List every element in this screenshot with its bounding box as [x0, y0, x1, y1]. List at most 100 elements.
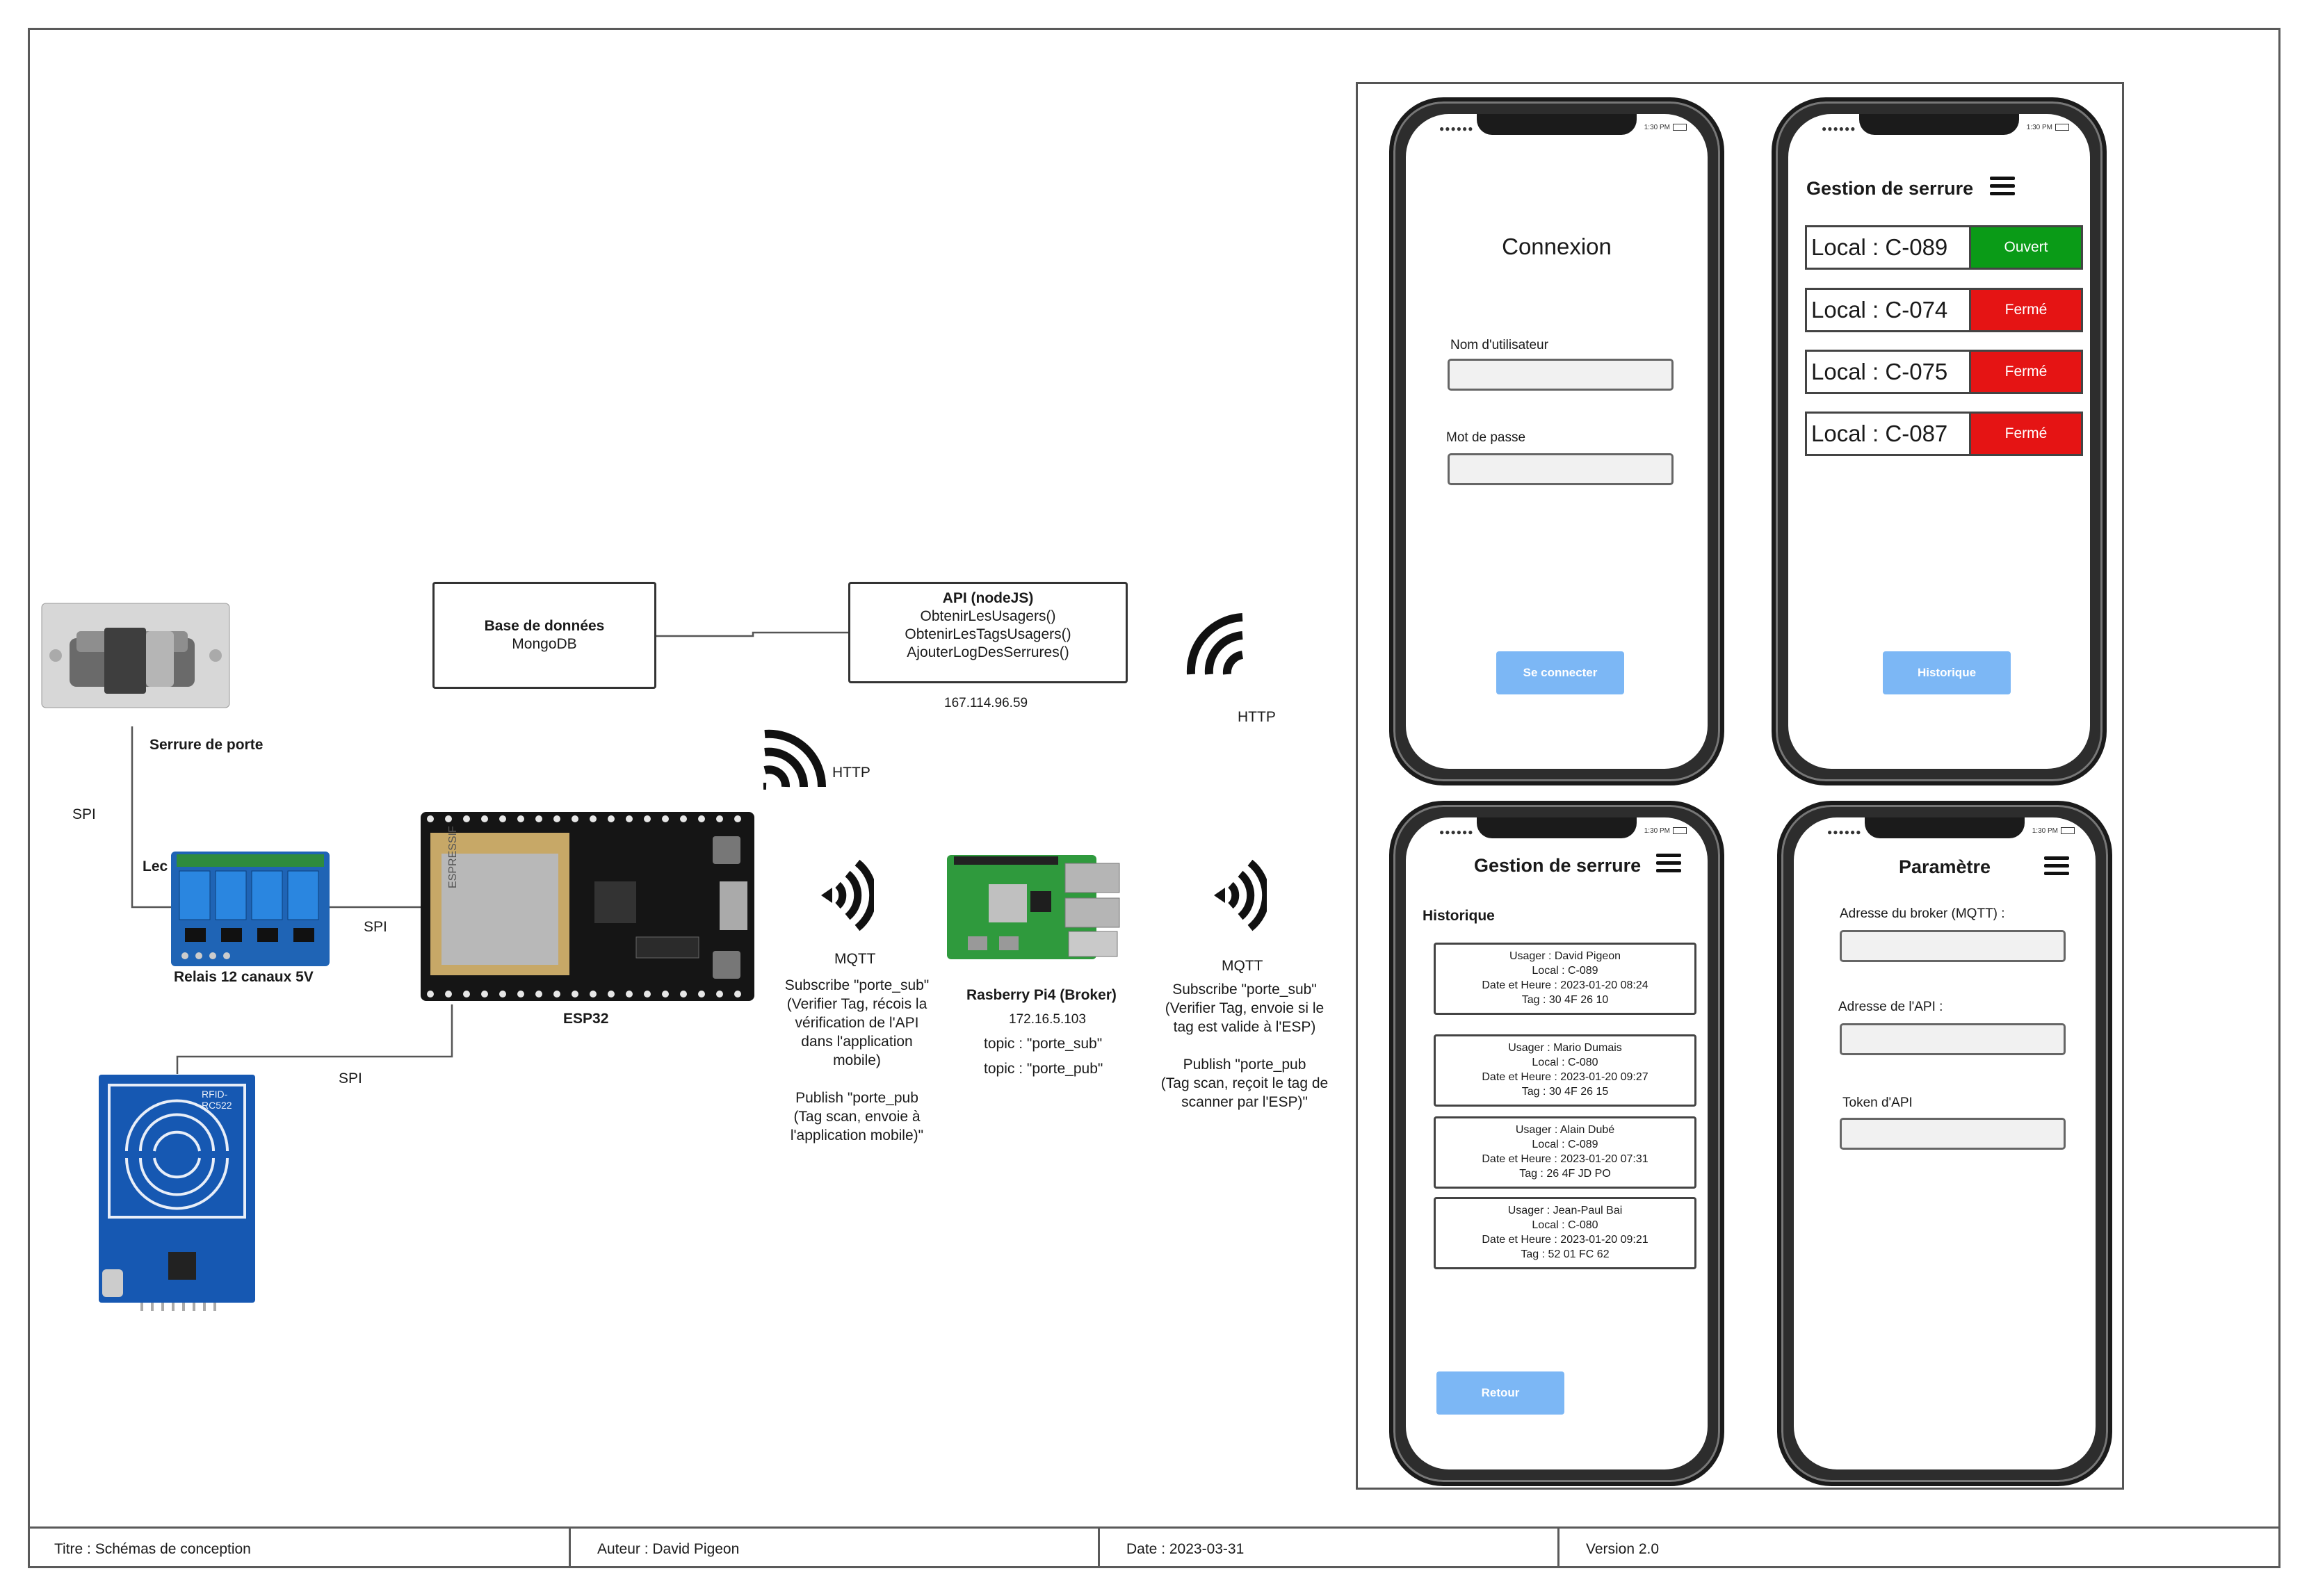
history-date: Date et Heure : 2023-01-20 09:21	[1482, 1234, 1648, 1246]
rfid-chip-text: RFID-RC522	[202, 1089, 232, 1111]
phone-notch	[1477, 114, 1637, 135]
database-subtitle: MongoDB	[512, 636, 577, 652]
lock-name: Local : C-074	[1807, 290, 1971, 330]
history-entry: Usager : David Pigeon Local : C-089 Date…	[1434, 943, 1696, 1015]
history-date: Date et Heure : 2023-01-20 07:31	[1482, 1153, 1648, 1165]
mqtt-left-line: Publish "porte_pub	[795, 1090, 918, 1106]
history-local: Local : C-080	[1532, 1057, 1598, 1068]
login-button[interactable]: Se connecter	[1496, 651, 1624, 694]
mqtt-right-line: Subscribe "porte_sub"	[1172, 982, 1317, 997]
settings-title: Paramètre	[1898, 856, 1991, 877]
status-time: 1:30 PM	[2026, 124, 2052, 131]
mqtt-label-left: MQTT	[834, 951, 876, 967]
mqtt-right-description: Subscribe "porte_sub" (Verifier Tag, env…	[1151, 980, 1338, 1112]
title-block: Titre : Schémas de conception Auteur : D…	[28, 1526, 2280, 1568]
history-local: Local : C-089	[1532, 965, 1598, 977]
lock-to-relay-line	[131, 726, 174, 909]
mqtt-right-line: Publish "porte_pub	[1183, 1057, 1306, 1073]
lock-row[interactable]: Local : C-075 Fermé	[1805, 350, 2083, 394]
back-button[interactable]: Retour	[1436, 1371, 1564, 1415]
door-lock-image	[28, 589, 236, 728]
mqtt-right-line: (Verifier Tag, envoie si le	[1165, 1000, 1324, 1016]
spi-label-lock: SPI	[72, 806, 96, 822]
history-tag: Tag : 26 4F JD PO	[1519, 1168, 1611, 1180]
history-title: Gestion de serrure	[1474, 855, 1642, 876]
password-field[interactable]	[1448, 453, 1674, 485]
status-time: 1:30 PM	[1644, 827, 1670, 835]
database-title: Base de données	[484, 618, 605, 634]
history-button[interactable]: Historique	[1883, 651, 2011, 694]
username-field[interactable]	[1448, 359, 1674, 391]
api-token-label: Token d'API	[1842, 1096, 1913, 1110]
menu-icon[interactable]	[1990, 177, 2015, 196]
mqtt-left-line: mobile)	[833, 1052, 881, 1068]
lock-state-button[interactable]: Fermé	[1971, 414, 2081, 454]
history-tag: Tag : 52 01 FC 62	[1521, 1248, 1610, 1260]
diagram-frame	[28, 28, 2280, 1568]
menu-icon[interactable]	[2044, 856, 2069, 876]
mqtt-left-line: (Tag scan, envoie à	[793, 1109, 921, 1125]
broker-address-field[interactable]	[1840, 930, 2066, 962]
mqtt-left-description: Subscribe "porte_sub" (Verifier Tag, réc…	[779, 976, 935, 1145]
lock-state-button[interactable]: Fermé	[1971, 290, 2081, 330]
settings-screen: ●●●●●● 1:30 PM Paramètre Adresse du brok…	[1794, 817, 2096, 1469]
broker-title: Rasberry Pi4 (Broker)	[966, 987, 1117, 1003]
history-entry: Usager : Mario Dumais Local : C-080 Date…	[1434, 1034, 1696, 1107]
lock-name: Local : C-089	[1807, 227, 1971, 268]
status-time: 1:30 PM	[2032, 827, 2058, 835]
api-line-1: ObtenirLesUsagers()	[920, 608, 1056, 624]
spi-label-reader: SPI	[339, 1070, 362, 1086]
api-title: API (nodeJS)	[942, 590, 1034, 606]
password-label: Mot de passe	[1446, 430, 1526, 445]
esp32-label: ESP32	[563, 1011, 609, 1027]
history-user: Usager : David Pigeon	[1509, 950, 1621, 962]
history-entry: Usager : Alain Dubé Local : C-089 Date e…	[1434, 1116, 1696, 1189]
esp32-board-image: ESPRESSIF	[421, 812, 754, 1001]
signal-icon: ●●●●●●	[1827, 827, 1862, 837]
signal-icon: ●●●●●●	[1439, 124, 1474, 133]
lock-name: Local : C-087	[1807, 414, 1971, 454]
lock-row[interactable]: Local : C-074 Fermé	[1805, 288, 2083, 332]
lock-state-button[interactable]: Fermé	[1971, 352, 2081, 392]
db-to-api-line	[656, 631, 848, 637]
mqtt-label-right: MQTT	[1222, 958, 1263, 974]
mqtt-left-line	[779, 1070, 935, 1089]
history-local: Local : C-089	[1532, 1139, 1598, 1150]
history-entry: Usager : Jean-Paul Bai Local : C-080 Dat…	[1434, 1197, 1696, 1269]
broker-topic-pub: topic : "porte_pub"	[984, 1061, 1103, 1077]
mqtt-right-line	[1151, 1036, 1338, 1055]
footer-title: Titre : Schémas de conception	[28, 1529, 571, 1568]
battery-icon	[1673, 124, 1687, 131]
battery-icon	[2061, 827, 2075, 834]
broker-address-label: Adresse du broker (MQTT) :	[1840, 906, 2005, 921]
menu-icon[interactable]	[1656, 854, 1681, 873]
lock-row[interactable]: Local : C-089 Ouvert	[1805, 225, 2083, 270]
history-date: Date et Heure : 2023-01-20 08:24	[1482, 979, 1648, 991]
wifi-icon-mqtt-left	[821, 859, 874, 931]
phone-locks: ●●●●●● 1:30 PM Gestion de serrure Local …	[1772, 97, 2107, 785]
mqtt-left-line: vérification de l'API	[795, 1015, 919, 1031]
wifi-icon-http-right	[1186, 613, 1244, 675]
api-token-field[interactable]	[1840, 1118, 2066, 1150]
api-address-field[interactable]	[1840, 1023, 2066, 1055]
relay-label: Relais 12 canaux 5V	[174, 969, 314, 985]
history-user: Usager : Alain Dubé	[1515, 1124, 1615, 1136]
phone-history: ●●●●●● 1:30 PM Gestion de serrure Histor…	[1389, 801, 1724, 1486]
phone-settings: ●●●●●● 1:30 PM Paramètre Adresse du brok…	[1777, 801, 2112, 1486]
username-label: Nom d'utilisateur	[1450, 338, 1548, 352]
footer-author: Auteur : David Pigeon	[571, 1529, 1100, 1568]
mqtt-left-line: (Verifier Tag, récois la	[786, 996, 927, 1012]
history-tag: Tag : 30 4F 26 10	[1521, 994, 1609, 1006]
lock-row[interactable]: Local : C-087 Fermé	[1805, 412, 2083, 456]
history-section-title: Historique	[1423, 908, 1495, 924]
phone-notch	[1859, 114, 2019, 135]
battery-icon	[2055, 124, 2069, 131]
locks-screen: ●●●●●● 1:30 PM Gestion de serrure Local …	[1788, 114, 2090, 769]
lock-state-button[interactable]: Ouvert	[1971, 227, 2081, 268]
api-ip: 167.114.96.59	[944, 696, 1028, 710]
phone-login: ●●●●●● 1:30 PM Connexion Nom d'utilisate…	[1389, 97, 1724, 785]
api-line-2: ObtenirLesTagsUsagers()	[905, 626, 1071, 642]
locks-title: Gestion de serrure	[1806, 178, 1974, 199]
footer-date: Date : 2023-03-31	[1100, 1529, 1559, 1568]
signal-icon: ●●●●●●	[1822, 124, 1856, 133]
